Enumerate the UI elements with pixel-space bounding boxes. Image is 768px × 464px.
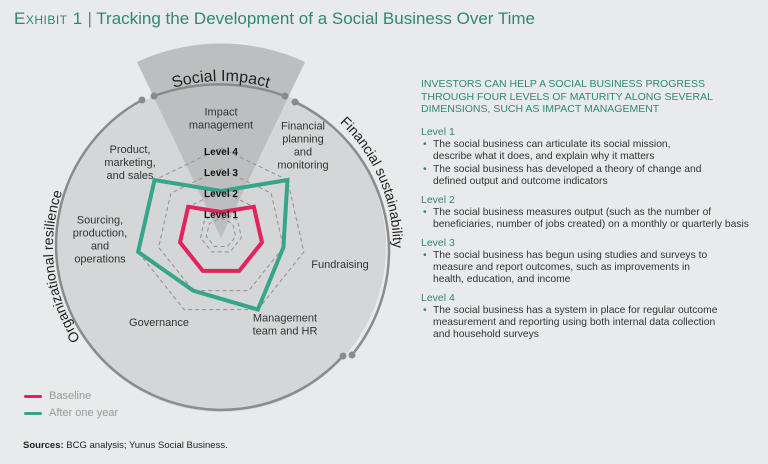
title-text: Tracking the Development of a Social Bus… — [96, 9, 536, 28]
heading-line: THROUGH FOUR LEVELS OF MATURITY ALONG SE… — [421, 90, 713, 103]
legend-label: After one year — [49, 407, 119, 419]
financial-arc — [294, 100, 391, 356]
sources-text: BCG analysis; Yunus Social Business. — [66, 440, 228, 451]
title-separator: | — [87, 9, 92, 28]
arc-end-dot — [348, 351, 356, 359]
organizational-arc — [54, 98, 344, 412]
arc-end-dot — [291, 98, 299, 106]
heading-line: INVESTORS CAN HELP A SOCIAL BUSINESS PRO… — [421, 78, 705, 90]
bullet: The social business can articulate its s… — [421, 139, 683, 163]
series-group — [135, 177, 290, 313]
axis-label: Governance — [129, 317, 189, 329]
legend-baseline: Baseline — [24, 390, 91, 402]
level-descriptions: Level 1 The social business can articula… — [421, 120, 761, 341]
level-label: Level 2 — [204, 189, 238, 200]
baseline-swatch — [24, 394, 42, 398]
level-labels: Level 4 Level 3 Level 2 Level 1 — [204, 147, 238, 221]
exhibit-title: Exhibit 1 | Tracking the Development of … — [14, 9, 535, 29]
level-ring — [158, 168, 284, 292]
heading-line: DIMENSIONS, SUCH AS IMPACT MANAGEMENT — [421, 103, 660, 115]
sources: Sources: BCG analysis; Yunus Social Busi… — [23, 440, 228, 451]
bullet: The social business has begun using stud… — [421, 250, 718, 286]
bullet: The social business has a system in plac… — [421, 305, 718, 341]
bullet: The social business measures output (suc… — [421, 207, 763, 231]
after-swatch — [24, 411, 42, 415]
right-heading: INVESTORS CAN HELP A SOCIAL BUSINESS PRO… — [421, 78, 761, 116]
axis-label: Product,marketing,and sales — [104, 144, 155, 182]
arc-end-dot — [150, 92, 158, 100]
legend-label: Baseline — [49, 390, 92, 402]
level-ring — [199, 211, 243, 253]
social-impact-label: Social Impact — [170, 68, 272, 92]
level-label: Level 3 — [204, 168, 238, 179]
social-arc — [153, 83, 286, 98]
level-4-heading: Level 4 — [421, 292, 455, 304]
sources-label: Sources: — [23, 440, 64, 451]
axis-label: Fundraising — [311, 259, 368, 271]
level-label: Level 4 — [204, 147, 238, 158]
exhibit-number: Exhibit 1 — [14, 9, 83, 28]
level-1-heading: Level 1 — [421, 126, 455, 138]
bullet: The social business has developed a theo… — [421, 164, 703, 188]
social-impact-wedge — [137, 43, 305, 238]
arc-end-dot — [281, 92, 289, 100]
arc-end-dot — [339, 352, 347, 360]
series-after-one-year — [135, 177, 290, 313]
level-label: Level 1 — [204, 210, 238, 221]
level-3-heading: Level 3 — [421, 237, 455, 249]
legend-after: After one year — [24, 407, 118, 419]
arc-end-dot — [138, 96, 146, 104]
series-baseline — [177, 204, 265, 273]
level-2-heading: Level 2 — [421, 194, 455, 206]
level-ring — [205, 217, 237, 248]
